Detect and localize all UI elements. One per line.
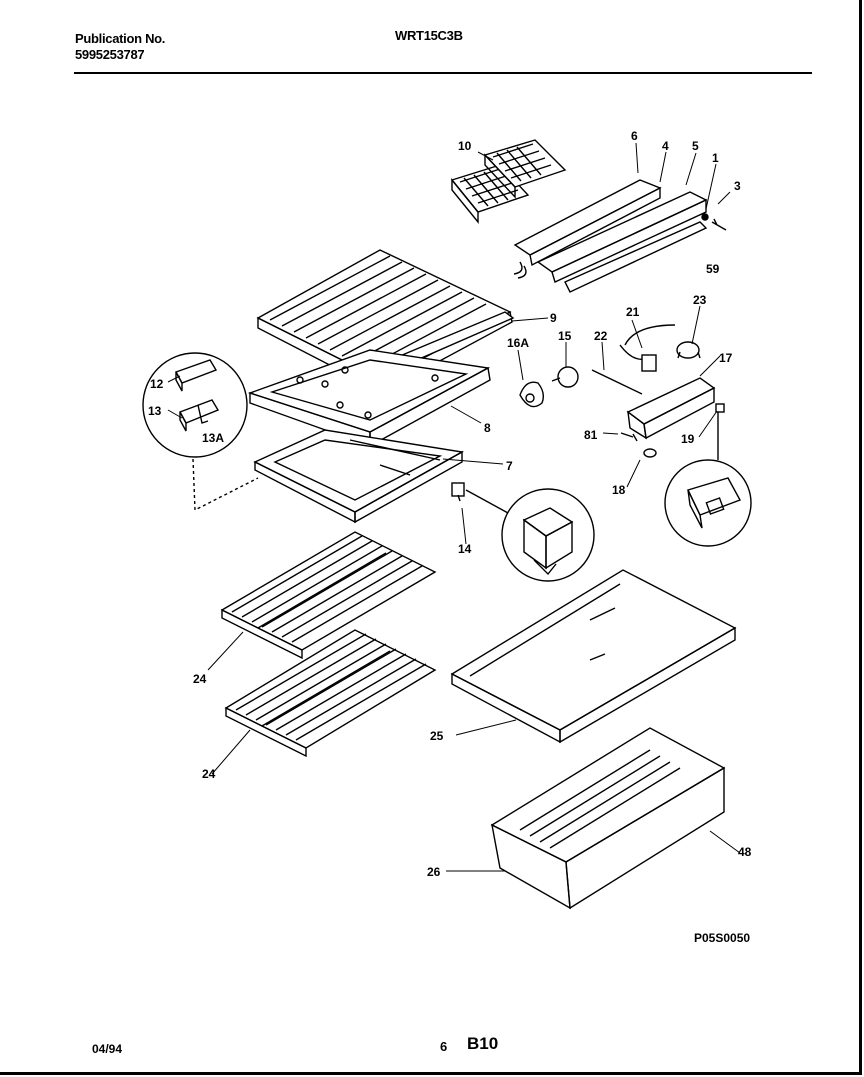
header-rule: [74, 72, 812, 74]
callout-25: 25: [430, 729, 444, 743]
callout-21: 21: [626, 305, 640, 319]
callout-48: 48: [738, 845, 752, 859]
ice-tray-part: [450, 139, 567, 224]
callout-13a: 13A: [202, 431, 224, 445]
crisper-pan-part: [490, 727, 726, 910]
callout-1: 1: [712, 151, 719, 165]
callout-13: 13: [148, 404, 162, 418]
callout-17: 17: [719, 351, 733, 365]
callout-9: 9: [550, 311, 557, 325]
callout-15: 15: [558, 329, 572, 343]
light-assembly-part: [519, 324, 725, 440]
callout-16a: 16A: [507, 336, 529, 350]
callout-24-upper: 24: [193, 672, 207, 686]
footer-page-number: 6: [440, 1039, 448, 1054]
callout-18: 18: [612, 483, 626, 497]
model-number: WRT15C3B: [395, 28, 463, 43]
callout-8: 8: [484, 421, 491, 435]
footer-section-code: B10: [467, 1034, 499, 1053]
callout-24-lower: 24: [202, 767, 216, 781]
wire-shelf-upper: [220, 531, 437, 660]
footer-date: 04/94: [92, 1042, 123, 1056]
callout-10: 10: [458, 139, 472, 153]
callout-7: 7: [506, 459, 513, 473]
callout-12: 12: [150, 377, 164, 391]
leader-lines: [167, 142, 741, 872]
wire-shelf-lower: [224, 629, 437, 758]
callout-5: 5: [692, 139, 699, 153]
callout-22: 22: [594, 329, 608, 343]
switch-part: [451, 482, 595, 582]
callout-3: 3: [734, 179, 741, 193]
publication-number: 5995253787: [75, 47, 145, 62]
callout-4: 4: [662, 139, 669, 153]
callout-26: 26: [427, 865, 441, 879]
glass-shelf-part: [450, 569, 737, 744]
callout-81: 81: [584, 428, 598, 442]
lower-plate-part: [253, 429, 465, 524]
detail-circle-right: [664, 412, 752, 547]
shelf-frame-part: [247, 349, 491, 448]
publication-label: Publication No.: [75, 31, 166, 46]
channel-assembly-part: [513, 179, 727, 293]
screw-and-cap-part: [620, 432, 657, 458]
diagram-code: P05S0050: [694, 931, 750, 945]
callout-labels: 10 6 4 5 1 3 59 9 15 16A 21 22 23 17 12 …: [148, 129, 752, 945]
callout-14: 14: [458, 542, 472, 556]
callout-59: 59: [706, 262, 720, 276]
callout-19: 19: [681, 432, 695, 446]
callout-6: 6: [631, 129, 638, 143]
callout-23: 23: [693, 293, 707, 307]
